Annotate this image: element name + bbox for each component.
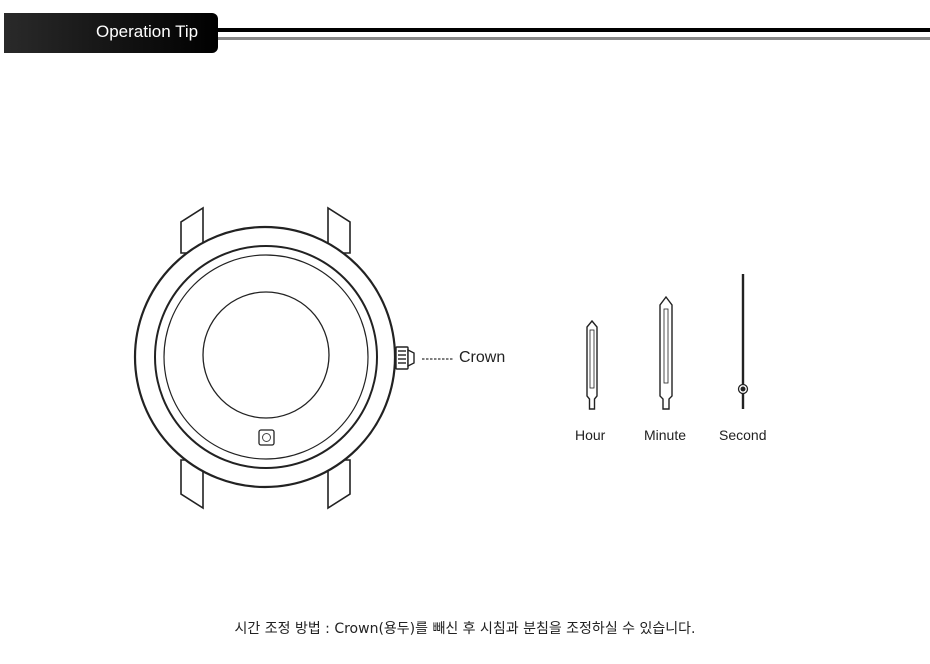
crown-label: Crown <box>459 349 506 366</box>
watch-lugs <box>180 206 351 510</box>
minute-label: Minute <box>644 427 687 443</box>
section-title: Operation Tip <box>96 22 199 41</box>
header-rule-gray <box>218 37 930 40</box>
header-rule-black <box>218 28 930 32</box>
watch-inner-ring <box>202 291 330 419</box>
watch-bezel <box>154 245 378 469</box>
minute-hand-icon <box>659 295 673 410</box>
second-hand-icon <box>737 274 749 409</box>
hour-hand-icon <box>586 319 598 410</box>
logo-mark-icon <box>258 429 275 446</box>
section-header: Operation Tip <box>4 13 218 53</box>
second-label: Second <box>719 427 767 443</box>
crown-icon <box>395 346 415 370</box>
instruction-caption: 시간 조정 방법 : Crown(용두)를 빼신 후 시침과 분침을 조정하실 … <box>234 621 696 637</box>
hour-label: Hour <box>575 427 606 443</box>
watch-dial <box>163 254 369 460</box>
